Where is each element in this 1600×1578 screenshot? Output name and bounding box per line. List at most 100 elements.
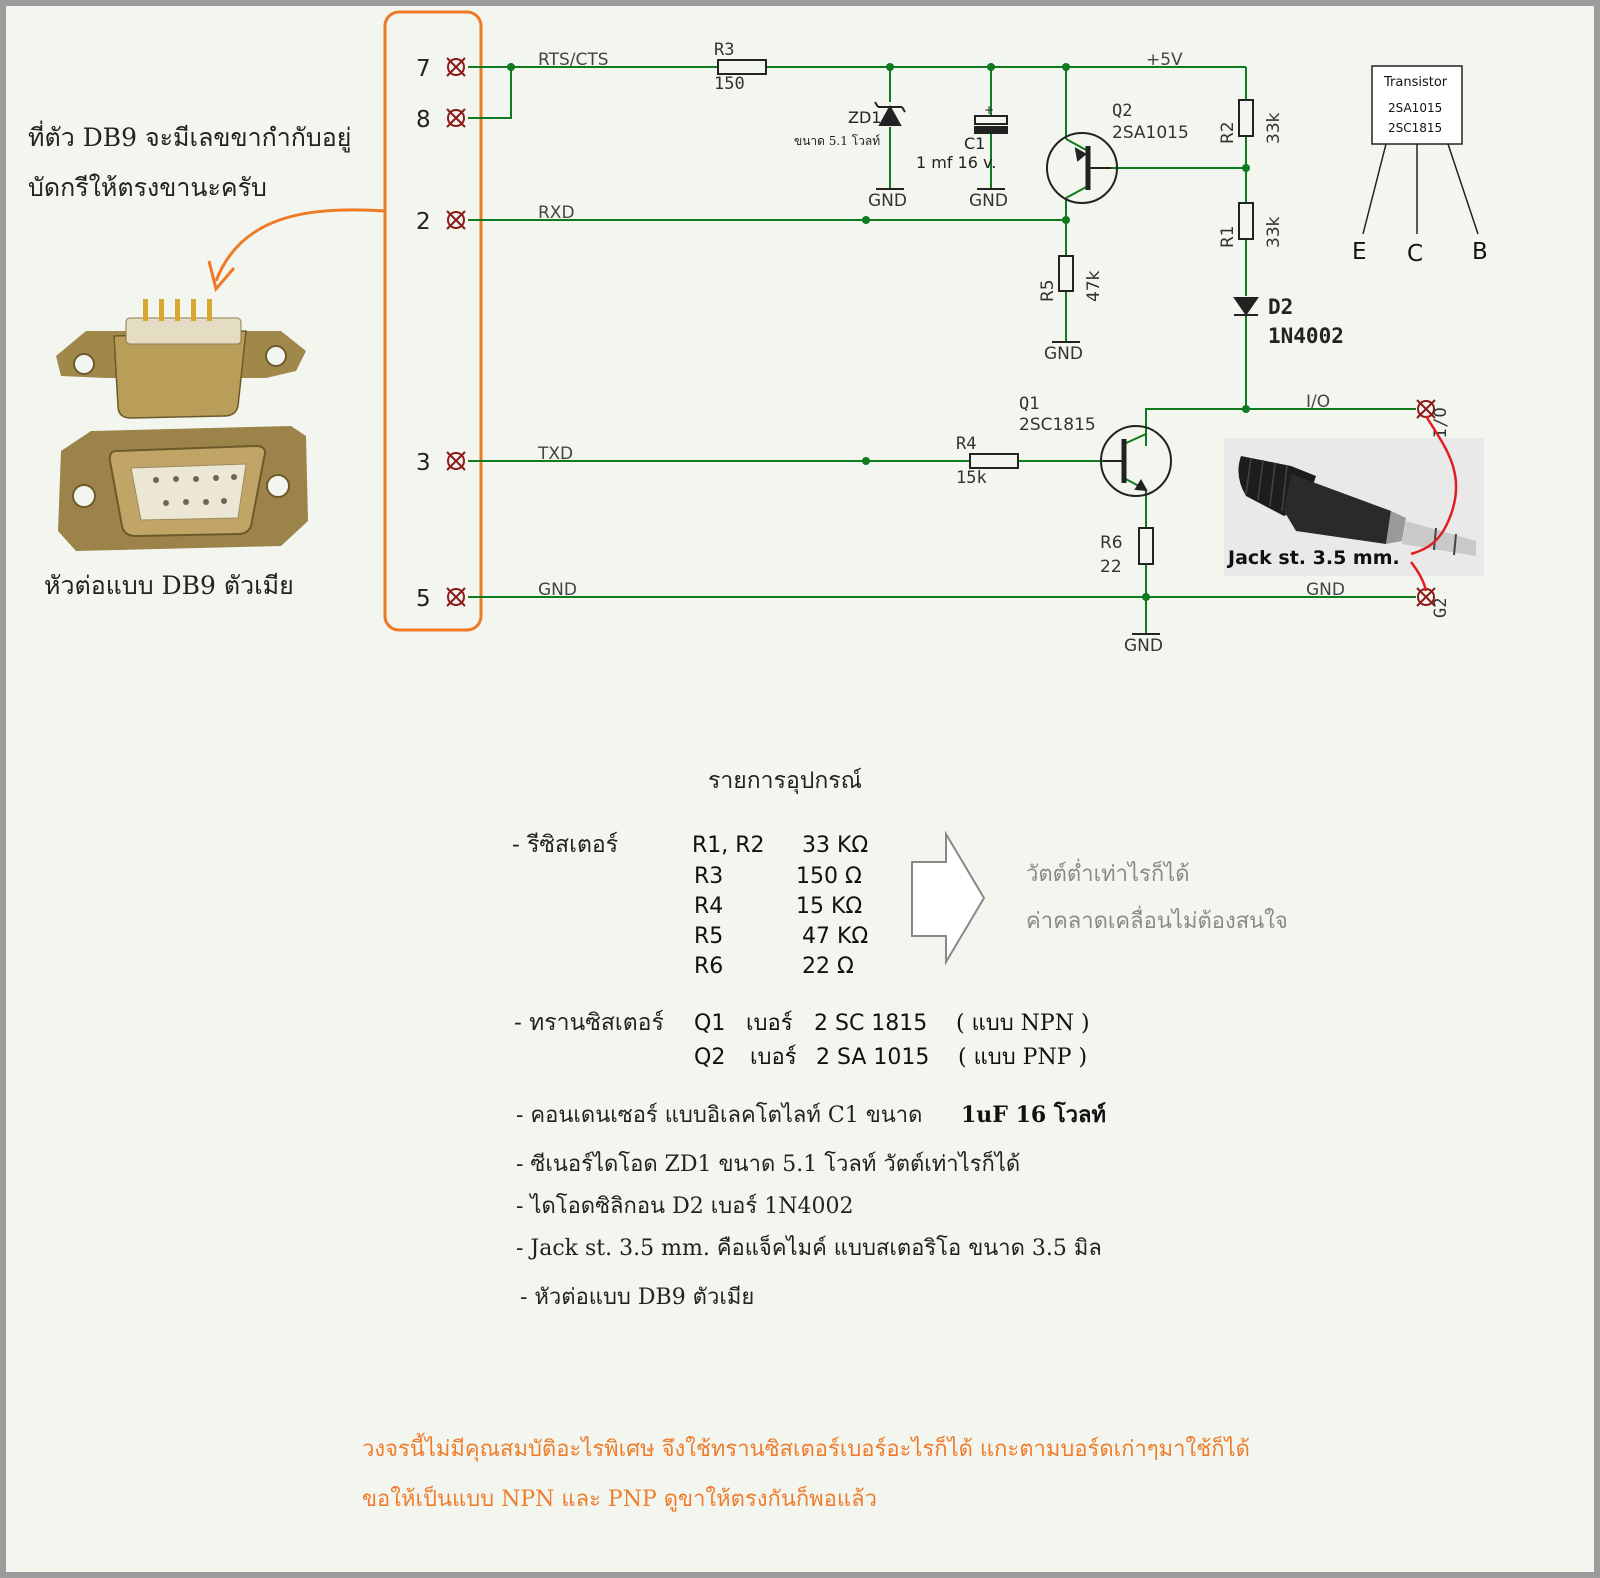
- note-db9-line1: ที่ตัว DB9 จะมีเลขขากำกับอยู่: [28, 120, 351, 153]
- transistor-box-part1: 2SA1015: [1388, 101, 1442, 115]
- zd1-name: ZD1: [848, 108, 881, 127]
- transistor-ref: Q2: [694, 1045, 725, 1070]
- gnd-symbols: [876, 188, 1160, 635]
- pin-5-label: 5: [416, 586, 431, 612]
- r3-name: R3: [714, 40, 734, 60]
- r3-value: 150: [714, 74, 745, 94]
- pin-8-label: 8: [416, 107, 431, 133]
- db9-female-image: [58, 426, 308, 551]
- zd1-zener-icon: [874, 101, 906, 126]
- pin-7-label: 7: [416, 56, 431, 82]
- r5-resistor-icon: [1058, 255, 1074, 292]
- right-arrow-icon: [911, 830, 986, 966]
- diode-line: - ไดโอดซิลิกอน D2 เบอร์ 1N4002: [516, 1193, 853, 1219]
- net-rxd-label: RXD: [538, 203, 575, 223]
- connector-caption: หัวต่อแบบ DB9 ตัวเมีย: [44, 571, 294, 600]
- gnd-c1-label: GND: [969, 191, 1008, 211]
- c1-plus: +: [984, 103, 994, 117]
- zener-line: - ซีเนอร์ไดโอด ZD1 ขนาด 5.1 โวลท์ วัตต์เ…: [516, 1149, 1020, 1177]
- r4-value: 15k: [956, 468, 987, 488]
- resistor-label: - รีซิสเตอร์: [512, 831, 618, 858]
- transistor-box-title: Transistor: [1383, 75, 1448, 90]
- capacitor-line: - คอนเดนเซอร์ แบบอิเลคโตไลท์ C1 ขนาด: [516, 1102, 922, 1128]
- red-wire-io: [1410, 415, 1458, 556]
- r4-name: R4: [956, 434, 976, 454]
- red-wire-g: [1410, 561, 1428, 592]
- pin-2-label: 2: [416, 209, 431, 235]
- resistor-value: 15 KΩ: [796, 894, 862, 919]
- wires: [468, 66, 1416, 634]
- resistor-list: R1, R2 33 KΩ R3 150 Ω R4 15 KΩ R5 47 KΩ …: [692, 833, 868, 979]
- q2-pnp-transistor-icon: [1046, 132, 1118, 204]
- net-vcc-label: +5V: [1146, 50, 1183, 70]
- r4-resistor-icon: [969, 453, 1019, 469]
- r5-value: 47k: [1084, 270, 1104, 302]
- transistor-label: - ทรานซิสเตอร์: [514, 1009, 664, 1036]
- resistor-value: 47 KΩ: [802, 924, 868, 949]
- pin-b-label: B: [1472, 239, 1488, 265]
- net-rts-label: RTS/CTS: [538, 50, 609, 70]
- transistor-word: เบอร์: [750, 1045, 797, 1070]
- gnd-r6-label: GND: [1124, 636, 1163, 656]
- net-io-label: I/O: [1306, 392, 1330, 412]
- r2-value: 33k: [1264, 112, 1284, 144]
- jack-label: Jack st. 3.5 mm.: [1226, 547, 1400, 569]
- transistor-part: 2 SC 1815: [814, 1011, 927, 1036]
- resistor-ref: R6: [694, 954, 723, 979]
- db9-male-image: [56, 299, 306, 419]
- gnd-zd1-label: GND: [868, 191, 907, 211]
- r6-resistor-icon: [1138, 527, 1154, 565]
- resistor-ref: R1, R2: [692, 833, 765, 858]
- transistor-list: Q1 เบอร์ 2 SC 1815 ( แบบ NPN ) Q2 เบอร์ …: [694, 1011, 1090, 1070]
- jack-line: - Jack st. 3.5 mm. คือแจ็คไมค์ แบบสเตอริ…: [516, 1233, 1102, 1261]
- audio-jack-image: [1224, 438, 1484, 576]
- r1-resistor-icon: [1238, 202, 1254, 240]
- c1-value: 1 mf 16 v.: [916, 153, 996, 172]
- page: ที่ตัว DB9 จะมีเลขขากำกับอยู่ บัดกรีให้ต…: [6, 6, 1594, 1572]
- resistor-ref: R4: [694, 894, 723, 919]
- resistor-ref: R3: [694, 864, 723, 889]
- resistor-value: 150 Ω: [796, 864, 862, 889]
- zd1-value: ขนาด 5.1 โวลท์: [794, 134, 880, 148]
- resistor-value: 22 Ω: [802, 954, 854, 979]
- transistor-box-part2: 2SC1815: [1388, 121, 1442, 135]
- net-gnd2-label: GND: [1306, 580, 1345, 600]
- r6-value: 22: [1100, 557, 1122, 577]
- r3-resistor-icon: [717, 59, 767, 75]
- gnd-r5-label: GND: [1044, 344, 1083, 364]
- jack-io-label: I/O: [1431, 407, 1451, 438]
- net-gnd-label: GND: [538, 580, 577, 600]
- q2-part: 2SA1015: [1112, 123, 1189, 143]
- resistor-note1: วัตต์ต่ำเท่าไรก็ได้: [1026, 858, 1190, 887]
- resistor-value: 33 KΩ: [802, 833, 868, 858]
- r1-name: R1: [1218, 225, 1238, 248]
- d2-part: 1N4002: [1268, 324, 1344, 348]
- c1-name: C1: [964, 134, 985, 153]
- transistor-part: 2 SA 1015: [816, 1045, 929, 1070]
- transistor-type: ( แบบ PNP ): [958, 1045, 1087, 1070]
- transistor-type: ( แบบ NPN ): [956, 1011, 1090, 1036]
- pin-c-label: C: [1407, 241, 1423, 267]
- transistor-word: เบอร์: [746, 1011, 793, 1036]
- transistor-ref: Q1: [694, 1011, 725, 1036]
- transistor-leads: [1362, 143, 1479, 235]
- r6-name: R6: [1100, 533, 1123, 553]
- note-db9-line2: บัดกรีให้ตรงขานะครับ: [28, 173, 267, 202]
- r2-name: R2: [1218, 121, 1238, 144]
- capacitor-value: 1uF 16 โวลท์: [961, 1101, 1106, 1128]
- pin-e-label: E: [1352, 239, 1367, 265]
- q1-name: Q1: [1019, 394, 1039, 414]
- resistor-note2: ค่าคลาดเคลื่อนไม่ต้องสนใจ: [1026, 905, 1288, 934]
- transistor-box: [1371, 65, 1463, 145]
- footer-line2: ขอให้เป็นแบบ NPN และ PNP ดูขาให้ตรงกันก็…: [362, 1484, 877, 1512]
- orange-arrow-icon: [207, 10, 483, 632]
- r5-name: R5: [1038, 279, 1058, 302]
- q1-npn-transistor-icon: [1100, 425, 1172, 497]
- d2-diode-icon: [1233, 297, 1259, 316]
- pin-3-label: 3: [416, 450, 431, 476]
- footer-line1: วงจรนี้ไม่มีคุณสมบัติอะไรพิเศษ จึงใช้ทรา…: [362, 1433, 1250, 1462]
- connector-line: - หัวต่อแบบ DB9 ตัวเมีย: [520, 1285, 754, 1310]
- d2-name: D2: [1268, 295, 1293, 319]
- r1-value: 33k: [1264, 216, 1284, 248]
- junction-dots: [507, 63, 1250, 601]
